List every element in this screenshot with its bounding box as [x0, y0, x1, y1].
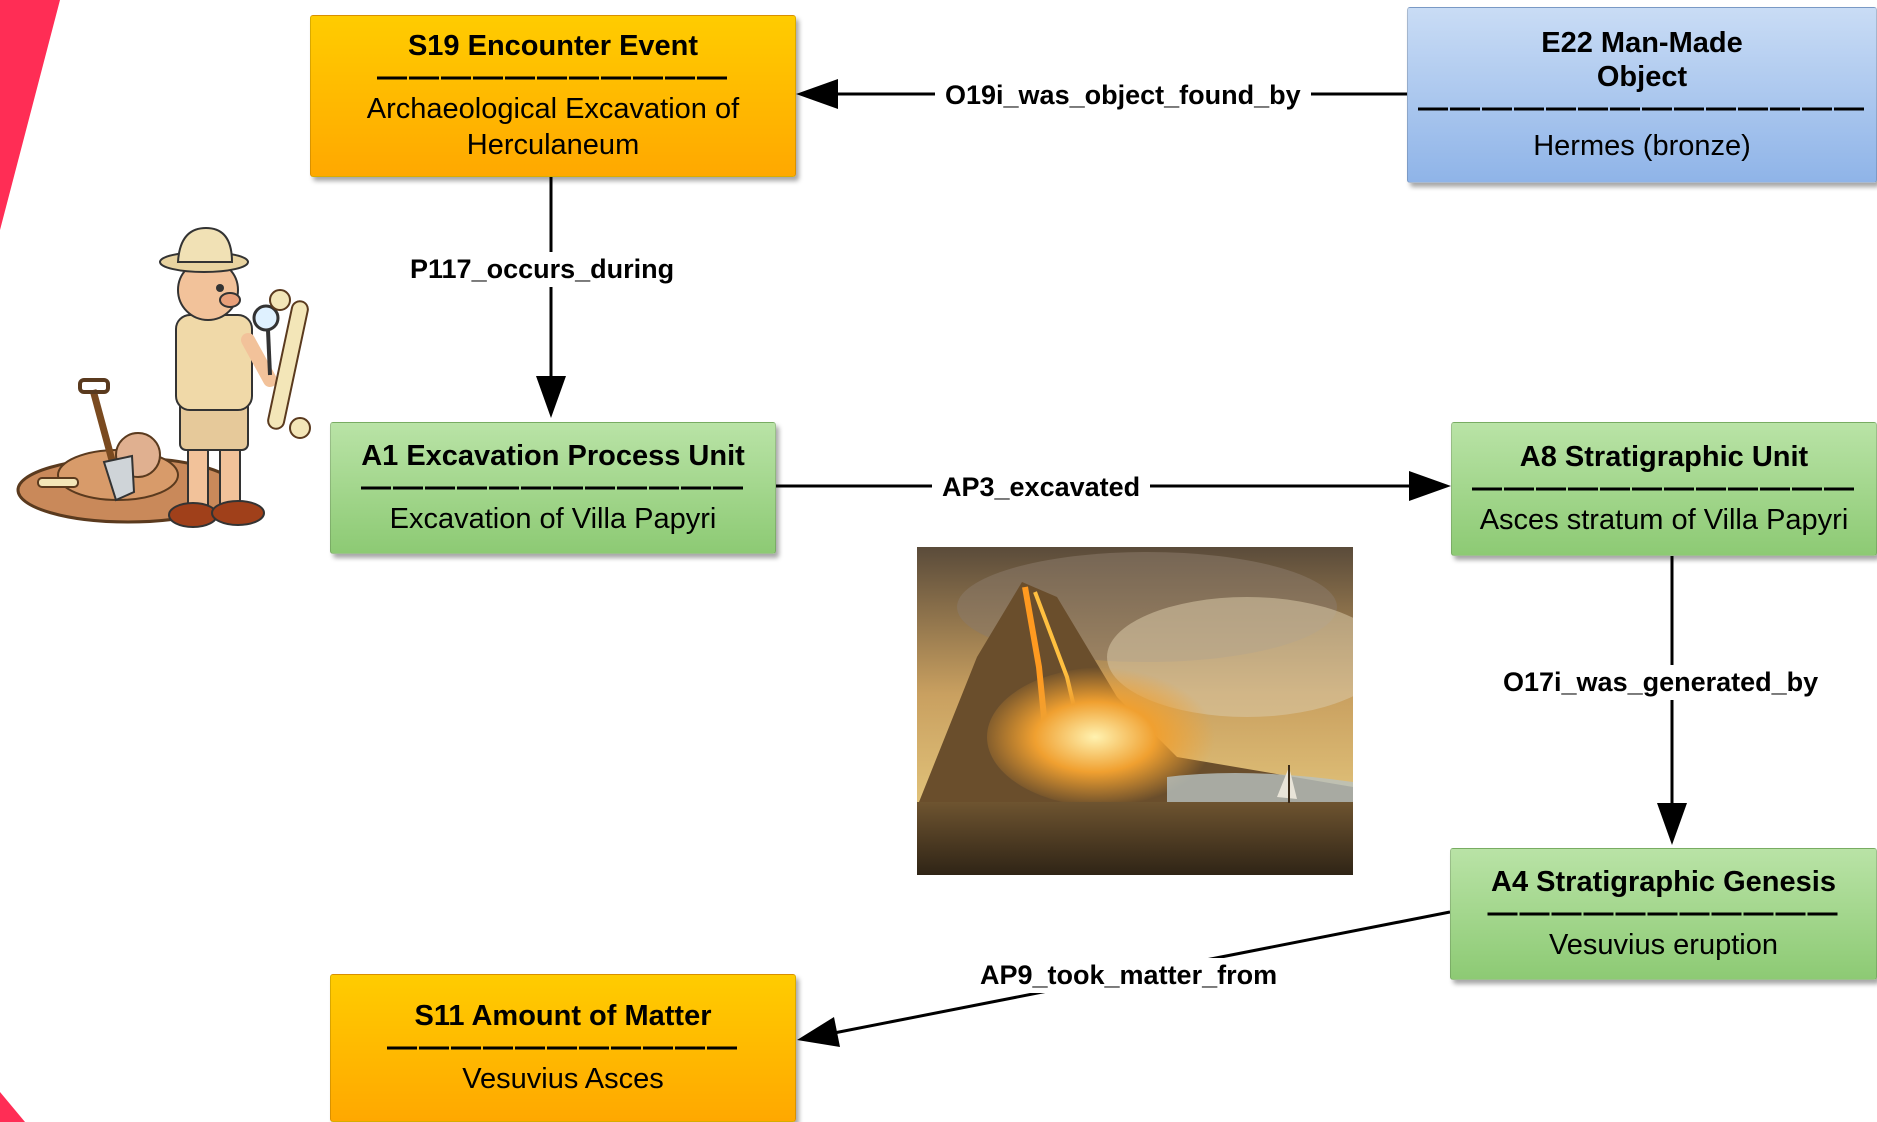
node-title: A8 Stratigraphic Unit: [1519, 441, 1809, 473]
accent-corner: [0, 1092, 25, 1122]
node-a1-excavation-process-unit: A1 Excavation Process Unit ———————————— …: [330, 422, 776, 554]
node-e22-man-made-object: E22 Man-Made Object —————————————— Herme…: [1407, 7, 1877, 183]
node-text: Hermes (bronze): [1533, 130, 1751, 162]
node-separator: ——————————————: [1418, 91, 1866, 124]
edge-ap9-arrowhead: [797, 1017, 840, 1047]
node-a4-stratigraphic-genesis: A4 Stratigraphic Genesis ——————————— Ves…: [1450, 848, 1877, 980]
node-title: E22 Man-Made Object: [1541, 27, 1743, 93]
edge-label-p117: P117_occurs_during: [400, 252, 685, 287]
accent-stripe: [0, 0, 60, 230]
edge-p117-arrowhead: [536, 376, 566, 418]
edge-label-o17i: O17i_was_generated_by: [1493, 665, 1829, 700]
edge-label-ap3: AP3_excavated: [932, 470, 1151, 505]
edge-label-o19i: O19i_was_object_found_by: [935, 78, 1311, 113]
node-title: A4 Stratigraphic Genesis: [1491, 866, 1836, 898]
node-text: Vesuvius Asces: [462, 1063, 664, 1095]
node-separator: ————————————: [361, 470, 745, 503]
node-a8-stratigraphic-unit: A8 Stratigraphic Unit ———————————— Asces…: [1451, 422, 1877, 556]
edge-o17i-arrowhead: [1657, 803, 1687, 845]
node-text: Vesuvius eruption: [1549, 929, 1778, 961]
edge-o19i-arrowhead: [796, 79, 838, 109]
node-separator: ————————————: [1472, 471, 1856, 504]
vesuvius-painting-image: [917, 547, 1353, 875]
node-text: Asces stratum of Villa Papyri: [1479, 504, 1849, 536]
node-text: Excavation of Villa Papyri: [389, 503, 717, 535]
edge-ap3-arrowhead: [1409, 471, 1451, 501]
node-title: A1 Excavation Process Unit: [361, 440, 745, 472]
edge-label-ap9: AP9_took_matter_from: [970, 958, 1288, 993]
node-separator: ———————————: [1487, 896, 1840, 929]
archaeologist-illustration: [16, 226, 311, 528]
node-text: Archaeological Excavation of Herculaneum: [366, 93, 740, 161]
node-separator: ———————————: [377, 60, 729, 93]
node-s11-amount-of-matter: S11 Amount of Matter ——————————— Vesuviu…: [330, 974, 796, 1122]
node-separator: ———————————: [387, 1030, 739, 1063]
node-title: S19 Encounter Event: [407, 30, 699, 62]
node-s19-encounter-event: S19 Encounter Event ——————————— Archaeol…: [310, 15, 796, 177]
node-title: S11 Amount of Matter: [414, 1000, 712, 1032]
